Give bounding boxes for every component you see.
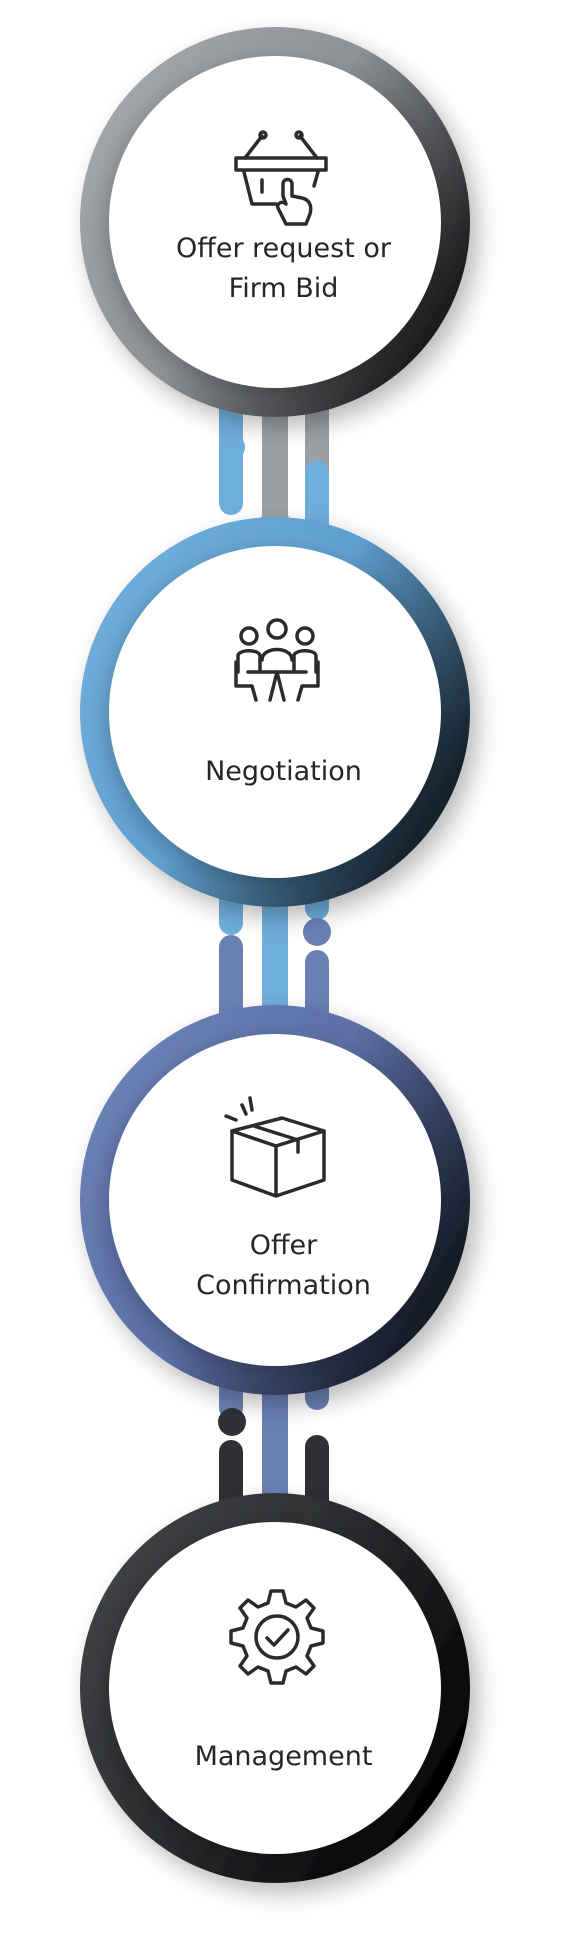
gear-check-icon xyxy=(229,1589,325,1685)
step-4-label: Management xyxy=(194,1741,373,1772)
step-1-ring xyxy=(80,27,470,417)
shopping-basket-click-icon xyxy=(234,130,328,226)
step-4-ring xyxy=(80,1493,470,1883)
step-1-label: Offer request or Firm Bid xyxy=(176,233,391,304)
step-2-label: Negotiation xyxy=(205,756,362,787)
package-box-icon xyxy=(224,1096,326,1198)
step-3-label: Offer Confirmation xyxy=(196,1230,371,1301)
meeting-table-icon xyxy=(234,618,320,702)
step-2-ring xyxy=(80,517,470,907)
step-3-ring xyxy=(80,1005,470,1395)
